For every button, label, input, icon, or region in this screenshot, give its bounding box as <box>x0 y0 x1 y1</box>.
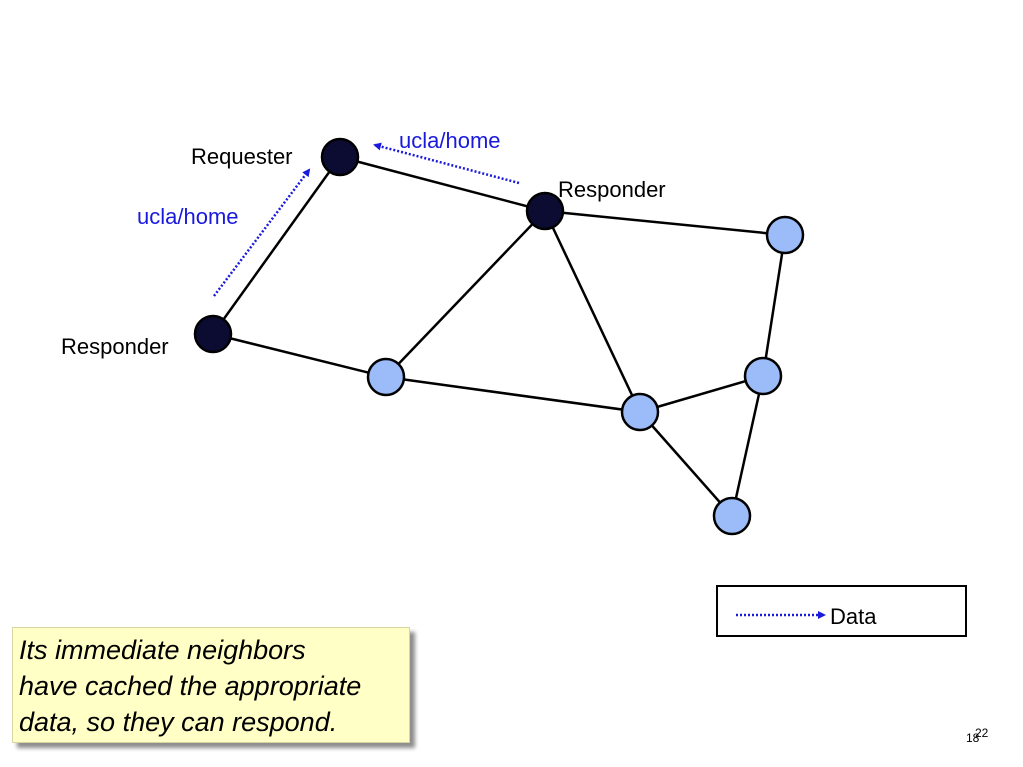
edge <box>639 411 733 517</box>
edge <box>385 375 641 414</box>
responder-label: Responder <box>558 177 666 202</box>
data-label-top: ucla/home <box>399 128 501 153</box>
network-node <box>765 215 805 255</box>
data-arrow-left <box>213 168 311 297</box>
edges <box>211 155 787 517</box>
edge <box>212 332 387 379</box>
note-line: data, so they can respond. <box>19 707 338 737</box>
caption-note: Its immediate neighbors have cached the … <box>12 627 410 743</box>
edge <box>639 374 764 414</box>
network-node <box>620 392 660 432</box>
responder-node <box>193 314 233 354</box>
network-node <box>743 356 783 396</box>
page-number: 18 <box>966 731 980 745</box>
edge <box>211 156 342 335</box>
edge <box>544 209 786 237</box>
requester-node <box>320 137 360 177</box>
edge <box>761 234 787 377</box>
edge <box>730 375 765 517</box>
data-label-left: ucla/home <box>137 204 239 229</box>
network-node <box>712 496 752 536</box>
network-node <box>366 357 406 397</box>
edge <box>339 155 546 213</box>
responder-node <box>525 191 565 231</box>
legend: Data <box>716 585 967 637</box>
edge <box>385 210 546 378</box>
page-number-overlay: 22 <box>975 726 989 740</box>
legend-label: Data <box>830 604 877 629</box>
legend-data-arrow <box>736 611 826 619</box>
edge <box>543 210 642 413</box>
requester-label: Requester <box>191 144 293 169</box>
responder-label: Responder <box>61 334 169 359</box>
note-line: Its immediate neighbors <box>19 635 306 665</box>
note-line: have cached the appropriate <box>19 671 362 701</box>
data-arrow-top <box>373 142 520 185</box>
